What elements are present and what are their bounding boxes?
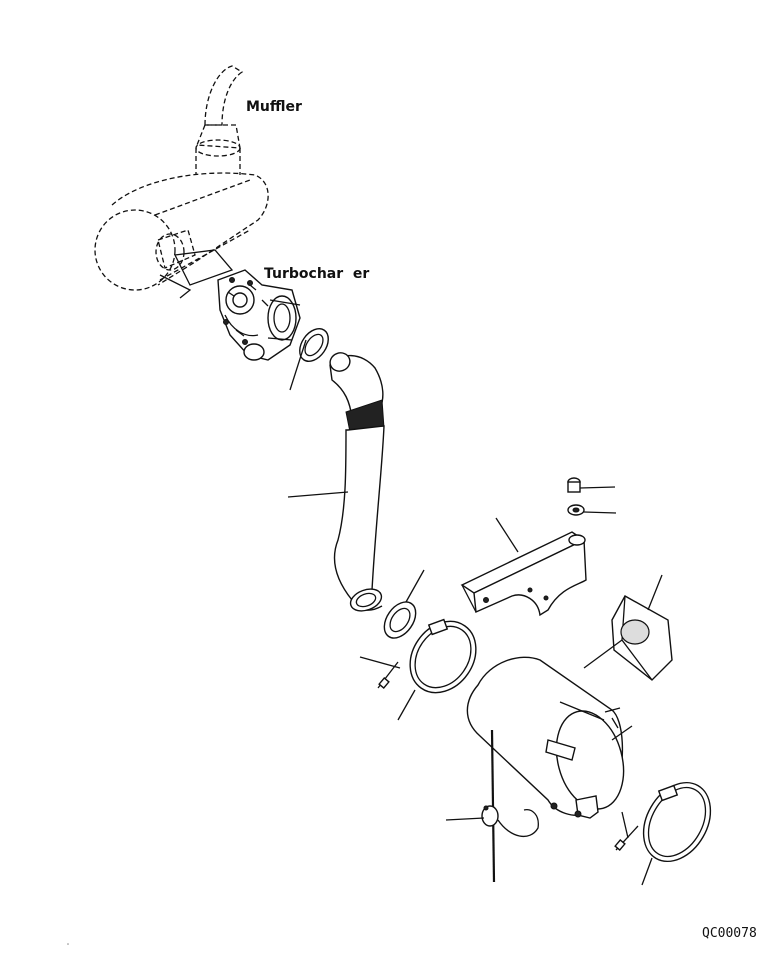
muffler-icon	[94, 65, 269, 299]
clamp-icon	[289, 328, 329, 391]
band-clamp-icon	[397, 618, 477, 721]
bolt-icon	[614, 811, 639, 851]
air-cleaner-icon	[466, 656, 633, 819]
intake-hose-icon	[287, 352, 385, 612]
band-clamp-icon	[641, 781, 712, 886]
muffler-label: Muffler	[246, 99, 302, 115]
bracket-icon	[460, 517, 587, 617]
mount-block-icon	[583, 574, 673, 681]
drawing-code: QC00078	[702, 926, 757, 941]
washer-icon	[567, 504, 617, 516]
turbocharger-label: Turbochar er	[264, 266, 370, 282]
bolt-icon	[567, 477, 616, 493]
turbocharger-icon	[217, 269, 301, 361]
dust-indicator-icon	[445, 729, 539, 883]
bolt-icon	[359, 656, 401, 689]
clamp-icon	[383, 569, 425, 639]
